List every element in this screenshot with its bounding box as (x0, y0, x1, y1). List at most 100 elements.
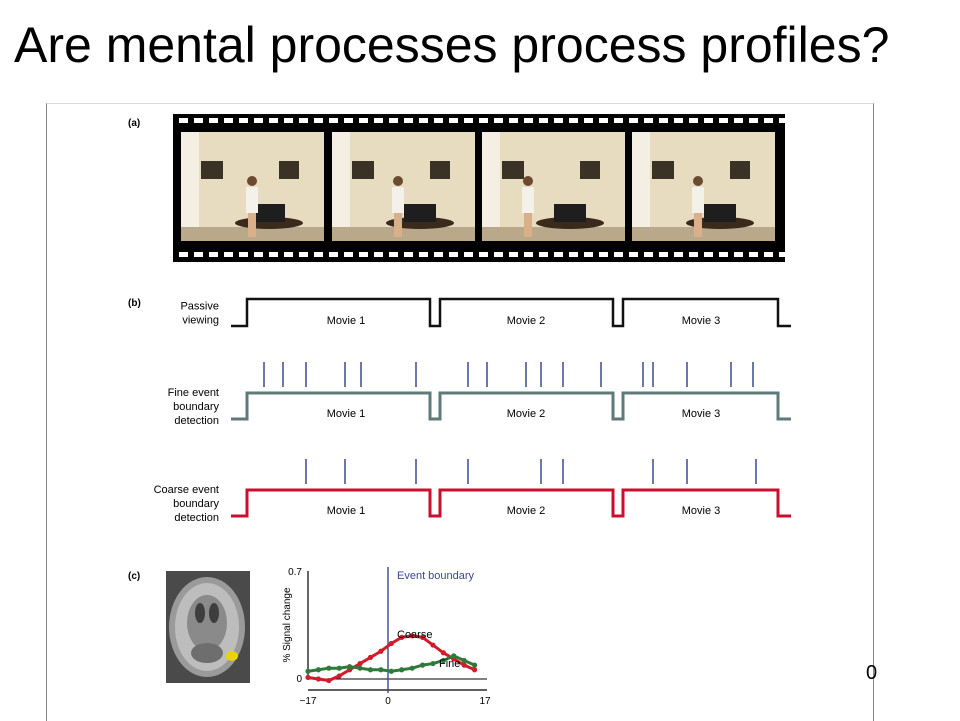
sprocket-hole (209, 252, 218, 257)
row-label-line: boundary (173, 498, 219, 510)
timing-row: Coarse event boundary detection Movie 1 Movi… (154, 459, 791, 524)
frame-floor (332, 227, 475, 241)
data-point (315, 676, 322, 682)
frame-suitcase (704, 204, 736, 222)
sprocket-hole (689, 118, 698, 123)
frame-person-head (693, 176, 703, 186)
sprocket-hole (509, 252, 518, 257)
sprocket-hole (674, 252, 683, 257)
coarse-series-label: Coarse (397, 629, 432, 641)
frame-suitcase (554, 204, 586, 222)
sprocket-hole (404, 252, 413, 257)
fine-series-label: Fine (439, 658, 460, 670)
data-point (388, 640, 394, 647)
frame-person-legs (694, 213, 702, 237)
frame-picture-left (352, 161, 374, 179)
y-tick-zero: 0 (296, 674, 302, 685)
frame-person-body (692, 187, 704, 213)
sprocket-hole (494, 252, 503, 257)
data-point (430, 660, 436, 667)
sprocket-hole (494, 118, 503, 123)
sprocket-hole (359, 252, 368, 257)
film-frame (332, 132, 475, 241)
sprocket-hole (704, 252, 713, 257)
movie-label: Movie 1 (327, 408, 366, 420)
data-point (409, 633, 415, 639)
sprocket-hole (329, 118, 338, 123)
frame-picture-right (430, 161, 450, 179)
frame-person-head (393, 176, 403, 186)
row-label-line: detection (174, 512, 219, 524)
sprocket-hole (749, 252, 758, 257)
sprocket-hole (209, 118, 218, 123)
frame-suitcase (253, 204, 285, 222)
frame-person-body (246, 187, 258, 213)
row-label-line: boundary (173, 401, 219, 413)
sprocket-hole (674, 118, 683, 123)
data-point (461, 657, 467, 664)
sprocket-hole (584, 118, 593, 123)
frame-person-body (522, 187, 534, 213)
frame-picture-right (730, 161, 750, 179)
sprocket-hole (614, 252, 623, 257)
data-point (305, 674, 311, 681)
sprocket-hole (434, 252, 443, 257)
boundary-wave (231, 488, 791, 518)
sprocket-hole (719, 118, 728, 123)
data-point (378, 648, 384, 654)
sprocket-hole (239, 252, 248, 257)
sprocket-hole (389, 118, 398, 123)
row-label-line: Coarse event (154, 484, 219, 496)
sprocket-hole (224, 118, 233, 123)
sprocket-hole (629, 252, 638, 257)
data-point (305, 668, 311, 674)
frame-picture-left (502, 161, 524, 179)
data-point (461, 662, 467, 668)
sprocket-hole (374, 252, 383, 257)
frame-picture-right (580, 161, 600, 179)
movie-label: Movie 3 (682, 315, 721, 327)
movie-label: Movie 1 (327, 315, 366, 327)
data-point (471, 667, 478, 673)
sprocket-hole (284, 118, 293, 123)
sprocket-hole (569, 118, 578, 123)
sprocket-hole (299, 252, 308, 257)
sprocket-hole (599, 252, 608, 257)
sprocket-hole (464, 252, 473, 257)
sprocket-hole (659, 118, 668, 123)
sprocket-hole (509, 118, 518, 123)
row-label-line: viewing (182, 315, 219, 327)
sprocket-hole (329, 252, 338, 257)
sprocket-hole (734, 252, 743, 257)
page-number: 0 (866, 662, 878, 684)
sprocket-hole (404, 118, 413, 123)
data-point (367, 667, 374, 673)
frame-person-legs (524, 213, 532, 237)
sprocket-hole (239, 118, 248, 123)
sprocket-hole (554, 252, 563, 257)
sprocket-hole (599, 118, 608, 123)
sprocket-hole (194, 118, 203, 123)
sprocket-hole (464, 118, 473, 123)
sprocket-hole (644, 252, 653, 257)
sprocket-hole (539, 252, 548, 257)
frame-person-head (247, 176, 257, 186)
data-point (336, 673, 342, 679)
sprocket-hole (554, 118, 563, 123)
film-strip (173, 114, 788, 262)
movie-label: Movie 1 (327, 505, 366, 517)
movie-label: Movie 2 (507, 505, 546, 517)
y-tick-max: 0.7 (288, 567, 302, 578)
sprocket-hole (314, 252, 323, 257)
frame-person-head (523, 176, 533, 186)
sprocket-hole (389, 252, 398, 257)
frame-floor (632, 227, 775, 241)
data-point (440, 657, 446, 664)
data-point (347, 664, 353, 670)
data-point (378, 667, 384, 673)
row-label-line: detection (174, 415, 219, 427)
